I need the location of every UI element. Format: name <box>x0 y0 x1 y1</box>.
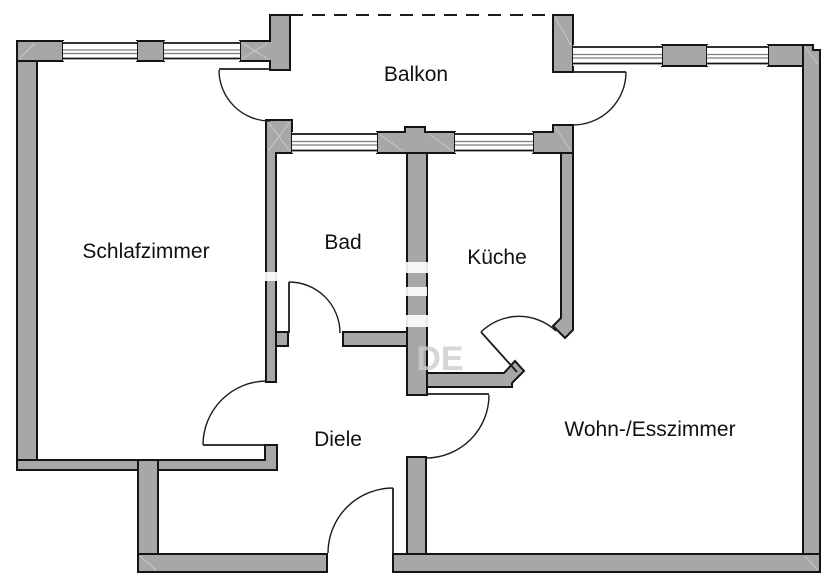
wall-top-left-corner <box>16 40 64 62</box>
door-swing-arc <box>572 71 627 126</box>
wall-bottom-right <box>392 553 821 573</box>
door-swing-arc <box>218 69 271 122</box>
window-glass-lines <box>455 140 533 146</box>
windows <box>63 41 768 153</box>
bad-window <box>292 132 377 153</box>
window-frame-lines <box>455 133 533 152</box>
watermark-bar <box>263 272 280 281</box>
schlafzimmer-window-2 <box>164 41 240 61</box>
wall-schlafzimmer-bad-divider <box>265 119 293 383</box>
wall-balcony-right-pillar <box>552 14 574 73</box>
window-opening <box>63 41 137 61</box>
wohnzimmer-balcony-door <box>572 71 627 126</box>
kueche-door <box>480 315 557 373</box>
wall-top-right-corner <box>767 44 804 67</box>
wohnzimmer-door <box>425 393 490 459</box>
window-frame-lines <box>707 46 768 65</box>
window-frame-lines <box>164 42 240 60</box>
walls <box>16 14 821 573</box>
window-glass-lines <box>164 49 240 55</box>
door-leaf <box>480 331 518 373</box>
room-label-balkon: Balkon <box>384 63 448 86</box>
window-opening <box>707 45 768 66</box>
window-glass-lines <box>292 140 377 146</box>
doors <box>202 68 627 554</box>
room-labels: Balkon Schlafzimmer Bad Küche Diele Wohn… <box>82 63 735 451</box>
door-swing-arc <box>327 487 394 554</box>
wall-bottom-left <box>137 553 328 573</box>
wall-right <box>802 44 821 573</box>
wall-miter-lines <box>18 16 819 571</box>
room-label-kueche: Küche <box>467 246 527 269</box>
wall-balcony-left-tee <box>239 14 291 71</box>
wall-top-pillar-schlafzimmer <box>136 40 165 62</box>
window-opening <box>573 45 662 66</box>
wall-top-right-pillar <box>661 44 708 67</box>
wall-balcony-right-block <box>532 124 574 154</box>
door-swing-arc <box>480 315 557 333</box>
window-opening <box>455 132 533 153</box>
schlafzimmer-window-1 <box>63 41 137 61</box>
room-label-diele: Diele <box>314 428 362 451</box>
door-swing-arc <box>288 281 341 334</box>
window-frame-lines <box>292 133 377 152</box>
wall-bad-bottom <box>342 331 408 347</box>
schlafzimmer-door <box>202 380 268 446</box>
kueche-window <box>455 132 533 153</box>
watermark-bar <box>405 262 432 273</box>
wall-diele-wohnzimmer <box>406 456 427 555</box>
wall-bad-bottom-stub <box>275 331 289 347</box>
watermark-text: DE <box>416 340 463 378</box>
watermark: DE <box>263 262 464 378</box>
window-glass-lines <box>707 53 768 59</box>
room-label-bad: Bad <box>324 231 361 254</box>
wall-balcony-center-tee <box>376 126 456 154</box>
room-label-wohn-esszimmer: Wohn-/Esszimmer <box>564 418 735 441</box>
door-swing-arc <box>425 394 490 459</box>
wall-kueche-bottom <box>426 359 526 388</box>
bad-door <box>288 281 341 334</box>
watermark-bar <box>405 287 427 296</box>
wall-schlafzimmer-bottom <box>16 444 278 471</box>
watermark-bar <box>405 315 432 327</box>
schlafzimmer-balcony-door <box>218 68 271 122</box>
door-swing-arc <box>202 380 268 446</box>
window-opening <box>292 132 377 153</box>
window-frame-lines <box>573 46 662 65</box>
room-label-schlafzimmer: Schlafzimmer <box>82 240 209 263</box>
window-glass-lines <box>573 53 662 59</box>
apartment-entrance-door <box>327 487 394 554</box>
wohnzimmer-window-2 <box>707 45 768 66</box>
wall-kueche-right <box>551 152 574 340</box>
window-opening <box>164 41 240 61</box>
wall-bad-kueche-divider <box>406 152 428 396</box>
window-glass-lines <box>63 49 137 55</box>
wohnzimmer-window-1 <box>573 45 662 66</box>
window-frame-lines <box>63 42 137 60</box>
wall-left <box>16 60 38 471</box>
